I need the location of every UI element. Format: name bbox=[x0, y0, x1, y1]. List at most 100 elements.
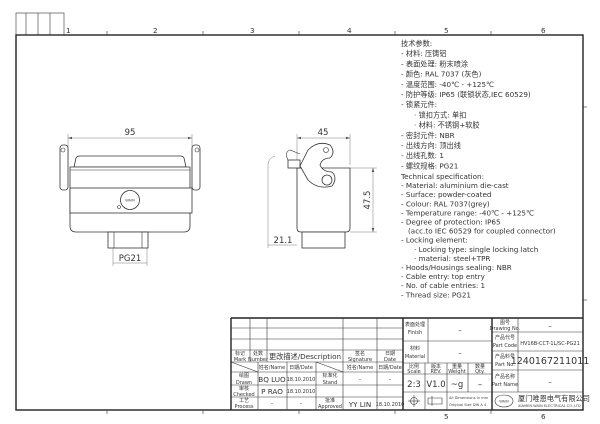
company-logo: WAIN bbox=[494, 394, 514, 408]
part-name-value: – bbox=[548, 377, 552, 386]
process-label: Process bbox=[235, 404, 254, 410]
date-cn: 日期 bbox=[385, 351, 395, 357]
drawing-frame bbox=[15, 34, 584, 411]
signature-label: Signature bbox=[348, 357, 372, 363]
material-cn: 材料 bbox=[410, 345, 420, 352]
grid-col-1: 1 bbox=[66, 26, 71, 35]
qty-cn: 数量 bbox=[475, 363, 485, 370]
spec-line: - Degree of protection: IP65 bbox=[401, 218, 501, 227]
signature-cn: 签名 bbox=[355, 350, 365, 357]
rev-label: REV. bbox=[431, 369, 442, 375]
checked-cn: 审核 bbox=[239, 385, 249, 392]
grid-col-6-bottom: 6 bbox=[541, 412, 546, 421]
dim-width: 95 bbox=[125, 128, 136, 138]
finish-label: Finish bbox=[408, 330, 422, 336]
spec-line: Technical specification: bbox=[400, 172, 484, 181]
drawing-no-cn: 图号 bbox=[500, 320, 510, 326]
stand-name: – bbox=[359, 377, 362, 383]
company-name-cn: 厦门唯恩电气有限公司 bbox=[518, 394, 590, 403]
spec-line: - No. of cable entries: 1 bbox=[401, 281, 485, 290]
process-date: – bbox=[300, 401, 303, 407]
spec-line: - 出线孔数: 1 bbox=[401, 151, 444, 160]
weight-cn: 重量 bbox=[452, 363, 462, 370]
grid-col-5: 5 bbox=[444, 26, 449, 35]
spec-line: - 锁紧元件: bbox=[401, 100, 437, 109]
finish-cn: 表面处理 bbox=[405, 321, 425, 328]
dims-note-1: All Dimensions in mm bbox=[449, 396, 489, 400]
spec-line: - 材料: 压铸铝 bbox=[401, 49, 447, 58]
part-no-value: 1240167211011 bbox=[511, 356, 590, 367]
grid-col-2: 2 bbox=[153, 26, 158, 35]
approved-name: YY LIN bbox=[348, 400, 372, 409]
number-label: Number bbox=[248, 357, 269, 363]
spec-line: - Surface: powder-coated bbox=[401, 190, 491, 199]
approved-cn: 批准 bbox=[325, 397, 335, 404]
rev-cn: 版本 bbox=[431, 363, 441, 370]
spec-line: - Locking element: bbox=[401, 236, 468, 245]
revision-stamp-box bbox=[15, 12, 65, 36]
name-header: 姓名/Name bbox=[259, 364, 285, 371]
weight-label: Weight bbox=[448, 369, 465, 375]
company-name-en: XIAMEN WAIN ELECTRICAL CO.,LTD bbox=[518, 404, 581, 408]
spec-english: Technical specification:- Material: alum… bbox=[400, 172, 556, 299]
part-code-value: HV16B-CCT-1L/SC-PG21 bbox=[520, 341, 580, 347]
part-code-cn: 产品代号 bbox=[495, 334, 515, 341]
process-name: – bbox=[271, 401, 274, 407]
mark-cn: 标记 bbox=[235, 350, 245, 357]
part-name-cn: 产品名称 bbox=[495, 373, 515, 380]
part-no-cn: 产品料号 bbox=[495, 353, 515, 360]
material-label: Material bbox=[405, 354, 425, 360]
name-header-2: 姓名/Name bbox=[347, 364, 373, 371]
stand-date: – bbox=[389, 377, 392, 383]
dims-note-2: Original Size DIN A 4 bbox=[449, 403, 487, 407]
part-no-label: Part No. bbox=[495, 362, 515, 368]
process-cn: 工艺 bbox=[239, 398, 249, 404]
stand-cn: 标准化 bbox=[322, 372, 337, 379]
first-angle-projection-icon bbox=[408, 395, 443, 407]
scale-cn: 比例 bbox=[409, 363, 419, 370]
drawn-cn: 绘图 bbox=[239, 372, 249, 379]
description-label: 更改描述/Description bbox=[269, 352, 341, 361]
wain-logo-badge bbox=[120, 190, 140, 210]
spec-line: - Cable entry: top entry bbox=[401, 272, 486, 281]
title-block-text: 标记 Mark 处数 Number 更改描述/Description 签名 Si… bbox=[233, 320, 590, 410]
spec-line: · 材料: 不锈钢+软胶 bbox=[414, 121, 480, 130]
spec-line: - 防护等级: IP65 (联锁状态,IEC 60529) bbox=[401, 90, 531, 99]
spec-line: · 锁扣方式: 单扣 bbox=[414, 110, 466, 119]
grid-col-4: 4 bbox=[347, 26, 352, 35]
number-cn: 处数 bbox=[253, 350, 263, 357]
rev-value: V1.0 bbox=[426, 380, 445, 390]
checked-date: 18.10.2010 bbox=[287, 389, 316, 395]
dim-thread: PG21 bbox=[119, 254, 142, 264]
company-logo-text: WAIN bbox=[499, 400, 509, 404]
drawn-date: 18.10.2010 bbox=[287, 377, 316, 383]
spec-line: - 出线方向: 顶出线 bbox=[401, 141, 461, 150]
dim-height: 47.5 bbox=[363, 191, 373, 210]
grid-col-6: 6 bbox=[541, 26, 546, 35]
spec-line: · Locking type: single locking latch bbox=[414, 245, 538, 254]
part-code-label: Part Code bbox=[493, 343, 517, 349]
weight-value: ~g bbox=[451, 380, 464, 390]
spec-line: - 表面处理: 粉末喷涂 bbox=[401, 59, 468, 68]
material-value: – bbox=[458, 348, 462, 357]
spec-line: - 螺纹规格: PG21 bbox=[401, 161, 458, 170]
approved-date: 18.10.2010 bbox=[376, 402, 405, 408]
finish-value: – bbox=[458, 325, 462, 334]
title-block bbox=[230, 317, 583, 410]
spec-chinese: 技术参数:- 材料: 压铸铝- 表面处理: 粉末喷涂- 颜色: RAL 7037… bbox=[401, 39, 531, 170]
dim-depth: 45 bbox=[318, 128, 329, 138]
date-label: Date bbox=[384, 357, 396, 363]
spec-line: - 温度范围: -40℃ - +125℃ bbox=[401, 80, 494, 89]
drawn-name: BQ LUO bbox=[258, 375, 286, 384]
spec-line: (acc.to IEC 60529 for coupled connector) bbox=[408, 227, 556, 236]
qty-value: – bbox=[478, 380, 482, 390]
grid-col-3: 3 bbox=[250, 26, 255, 35]
drawing-no-value: – bbox=[548, 321, 552, 330]
spec-line: - 密封元件: NBR bbox=[401, 131, 455, 140]
spec-line: - Temperature range: -40℃ - +125℃ bbox=[401, 208, 534, 217]
drawing-no-label: Drawing No. bbox=[490, 326, 521, 332]
front-view: 95 WAIN PG21 bbox=[59, 128, 201, 266]
side-view: 45 47.5 21.1 bbox=[267, 128, 377, 249]
spec-line: - Colour: RAL 7037(grey) bbox=[401, 199, 490, 208]
